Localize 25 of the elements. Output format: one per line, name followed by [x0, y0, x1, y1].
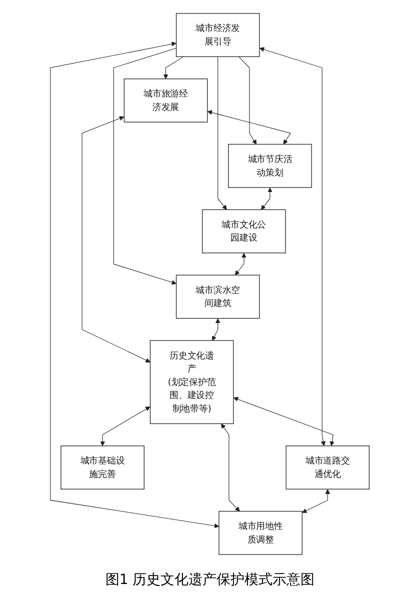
- node-box: 城市滨水空间建筑: [176, 274, 260, 318]
- arrow: [235, 252, 247, 275]
- arrow: [238, 56, 257, 144]
- arrow: [208, 110, 292, 144]
- node-box: 城市旅游经济发展: [124, 78, 208, 122]
- node-box: 城市道路交通优化: [286, 445, 370, 489]
- arrow: [221, 423, 240, 512]
- arrow: [100, 406, 150, 446]
- node-box: 城市文化公园建设: [202, 208, 286, 253]
- figure-caption: 图1 历史文化遗产保护模式示意图: [105, 571, 315, 590]
- arrow: [261, 187, 273, 210]
- arrow: [218, 56, 228, 210]
- node-box: 城市节庆活动策划: [228, 143, 312, 188]
- node-box: 历史文化遗产 (划定保护范围、建设控制地带等): [150, 340, 234, 424]
- node-box: 城市经济发展引导: [176, 12, 260, 57]
- arrow: [82, 116, 151, 362]
- arrow: [114, 47, 177, 284]
- arrow: [50, 41, 220, 528]
- arrow: [212, 318, 220, 340]
- arrow: [163, 56, 184, 79]
- arrow: [260, 46, 326, 446]
- node-box: 城市用地性质调整: [218, 510, 303, 554]
- arrow: [302, 488, 330, 512]
- arrow: [234, 396, 335, 446]
- node-box: 城市基础设施完善: [60, 445, 145, 489]
